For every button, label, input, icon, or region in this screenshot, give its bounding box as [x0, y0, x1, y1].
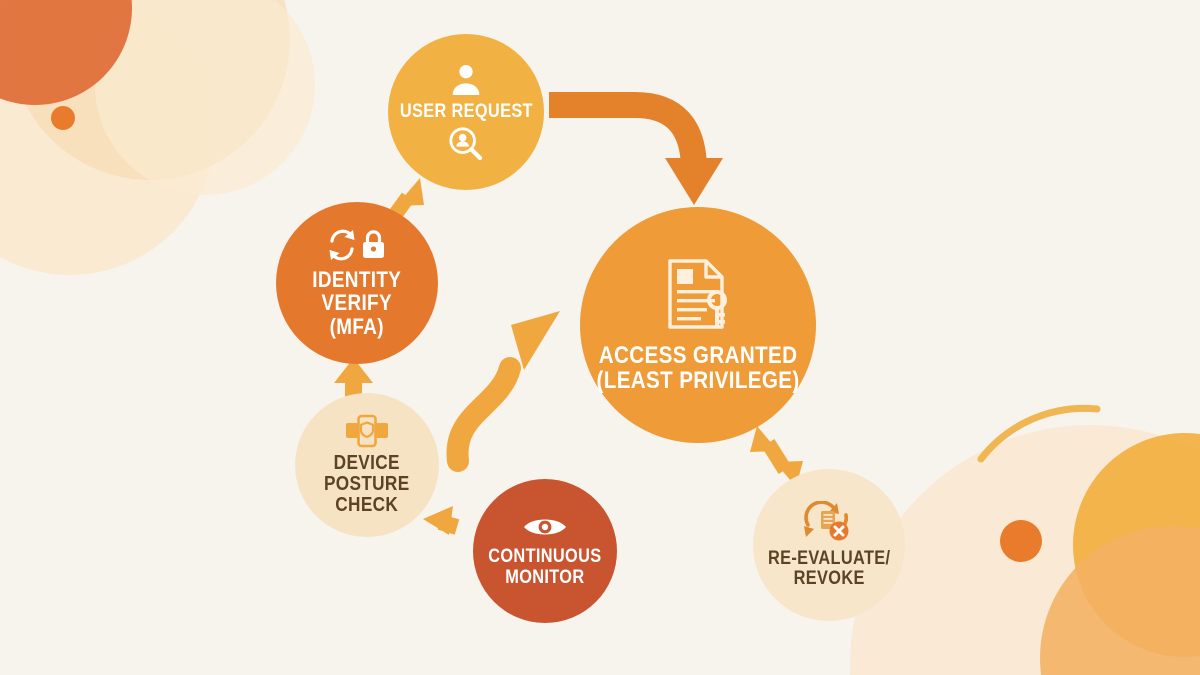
refresh-revoke-icon [801, 500, 857, 543]
node-user-request[interactable]: USER REQUEST [388, 34, 544, 190]
sync-lock-icon [326, 228, 388, 262]
node-continuous-monitor[interactable]: CONTINUOUS MONITOR [473, 479, 617, 623]
node-device-posture-check-label: DEVICE POSTURE CHECK [324, 451, 410, 517]
user-icon [446, 60, 486, 100]
connector-user-request-to-access-granted-arrowhead [665, 158, 723, 205]
connector-continuous-monitor-to-device-posture-arrow [423, 506, 460, 535]
top-left-orange-dot [51, 106, 75, 130]
node-identity-verify-label: IDENTITY VERIFY (MFA) [312, 267, 402, 339]
node-re-evaluate-revoke-label: RE-EVALUATE/ REVOKE [767, 547, 891, 589]
connector-user-request-to-access-granted [549, 92, 707, 182]
node-access-granted[interactable]: ACCESS GRANTED (LEAST PRIVILEGE) [580, 207, 816, 443]
connector-device-posture-to-access-granted [446, 357, 521, 472]
top-left-cream-circle-2 [95, 0, 315, 195]
device-shield-icon [344, 414, 390, 448]
node-user-request-label: USER REQUEST [399, 101, 533, 123]
eye-icon [522, 514, 568, 540]
connector-device-posture-to-access-granted-arrowhead [511, 311, 560, 370]
bottom-right-arc [977, 404, 1101, 463]
node-re-evaluate-revoke[interactable]: RE-EVALUATE/ REVOKE [753, 469, 905, 621]
node-identity-verify[interactable]: IDENTITY VERIFY (MFA) [276, 202, 438, 364]
top-left-terracotta-circle [0, 0, 132, 105]
user-search-icon [446, 124, 486, 164]
document-key-icon [662, 257, 734, 331]
node-access-granted-label: ACCESS GRANTED (LEAST PRIVILEGE) [596, 341, 800, 394]
node-device-posture-check[interactable]: DEVICE POSTURE CHECK [295, 393, 439, 537]
bottom-right-orange-dot [1000, 520, 1042, 562]
node-continuous-monitor-label: CONTINUOUS MONITOR [488, 546, 602, 588]
bottom-right-orange-circle [1040, 526, 1200, 675]
